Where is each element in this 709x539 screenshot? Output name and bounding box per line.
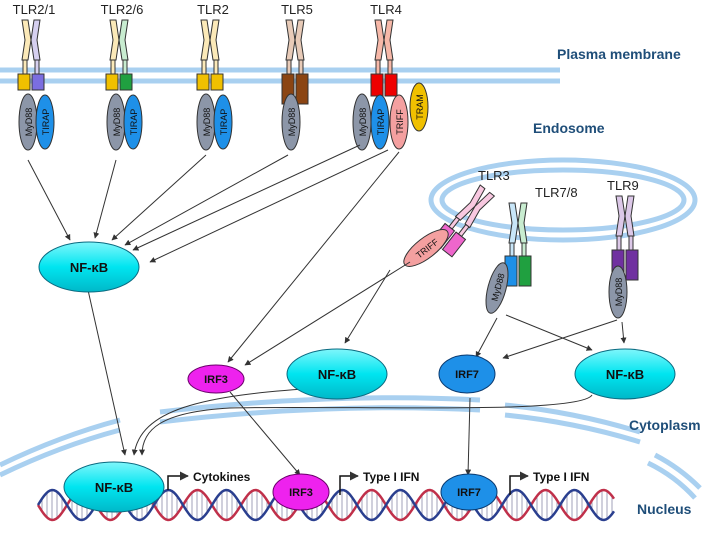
label-myd88: MyD88 — [112, 108, 122, 137]
nfkb-cytoplasm-right: NF-κB — [574, 348, 676, 400]
receptor-tlr7-8 — [504, 202, 532, 287]
label-tlr9: TLR9 — [607, 178, 639, 193]
label-irf3: IRF3 — [204, 374, 228, 386]
label-plasma-membrane: Plasma membrane — [557, 46, 681, 62]
nfkb-nucleus: NF-κB — [63, 461, 165, 513]
receptor-tlr4 — [370, 19, 398, 97]
adaptors-tlr5: MyD88 — [281, 93, 301, 151]
label-irf7: IRF7 — [457, 487, 481, 499]
label-nfkb: NF-κB — [95, 480, 133, 495]
label-myd88: MyD88 — [287, 108, 297, 137]
receptor-tlr5 — [281, 19, 309, 105]
label-triff: TRIFF — [395, 109, 405, 135]
label-myd88: MyD88 — [614, 278, 624, 307]
nfkb-cytoplasm-middle: NF-κB — [286, 348, 388, 400]
label-tirap: TIRAP — [41, 109, 51, 136]
irf7-nucleus: IRF7 — [440, 473, 498, 511]
label-tlr2: TLR2 — [197, 2, 229, 17]
label-cytokines: Cytokines — [193, 470, 251, 484]
plasma-membrane — [0, 67, 560, 84]
endosome — [428, 157, 698, 243]
adaptor-tlr9-myd88: MyD88 — [608, 265, 628, 319]
adaptor-tlr3-triff: TRIFF — [403, 229, 449, 267]
receptor-tlr9 — [611, 195, 639, 281]
signaling-arrows — [27, 144, 627, 476]
label-nfkb: NF-κB — [70, 260, 108, 275]
dna-strand-b — [36, 488, 616, 522]
adaptors-tlr2-6: MyD88 TIRAP — [106, 93, 143, 151]
label-tirap: TIRAP — [129, 109, 139, 136]
irf7-cytoplasm: IRF7 — [438, 354, 496, 394]
label-tlr2-6: TLR2/6 — [101, 2, 144, 17]
label-cytoplasm: Cytoplasm — [629, 417, 701, 433]
receptor-tlr2-1 — [17, 19, 45, 91]
label-tlr3: TLR3 — [478, 168, 510, 183]
label-tlr5: TLR5 — [281, 2, 313, 17]
adaptors-tlr2: MyD88 TIRAP — [196, 93, 233, 151]
label-myd88: MyD88 — [24, 108, 34, 137]
label-tlr2-1: TLR2/1 — [13, 2, 56, 17]
label-tlr4: TLR4 — [370, 2, 402, 17]
output-type1-ifn-irf3: Type I IFN — [339, 470, 419, 495]
label-irf7: IRF7 — [455, 369, 479, 381]
nfkb-cytoplasm-left: NF-κB — [38, 241, 140, 293]
receptor-tlr2 — [196, 19, 224, 91]
label-tram: TRAM — [415, 94, 425, 120]
label-type1-ifn: Type I IFN — [533, 470, 589, 484]
label-tirap: TIRAP — [376, 109, 386, 136]
label-nfkb: NF-κB — [318, 367, 356, 382]
label-endosome: Endosome — [533, 120, 605, 136]
label-type1-ifn: Type I IFN — [363, 470, 419, 484]
adaptors-tlr2-1: MyD88 TIRAP — [18, 93, 55, 151]
label-irf3: IRF3 — [289, 487, 313, 499]
output-cytokines: Cytokines — [167, 470, 251, 490]
adaptors-tlr4: MyD88 TIRAP TRIFF TRAM — [352, 82, 429, 151]
label-tirap: TIRAP — [219, 109, 229, 136]
receptor-tlr2-6 — [105, 19, 133, 91]
irf3-nucleus: IRF3 — [272, 473, 330, 511]
output-type1-ifn-irf7: Type I IFN — [509, 470, 589, 495]
label-nfkb: NF-κB — [606, 367, 644, 382]
label-tlr7-8: TLR7/8 — [535, 185, 578, 200]
label-nucleus: Nucleus — [637, 501, 692, 517]
adaptor-tlr7-8-myd88: MyD88 — [485, 262, 509, 314]
irf3-cytoplasm: IRF3 — [187, 364, 245, 394]
label-myd88: MyD88 — [358, 108, 368, 137]
label-myd88: MyD88 — [202, 108, 212, 137]
